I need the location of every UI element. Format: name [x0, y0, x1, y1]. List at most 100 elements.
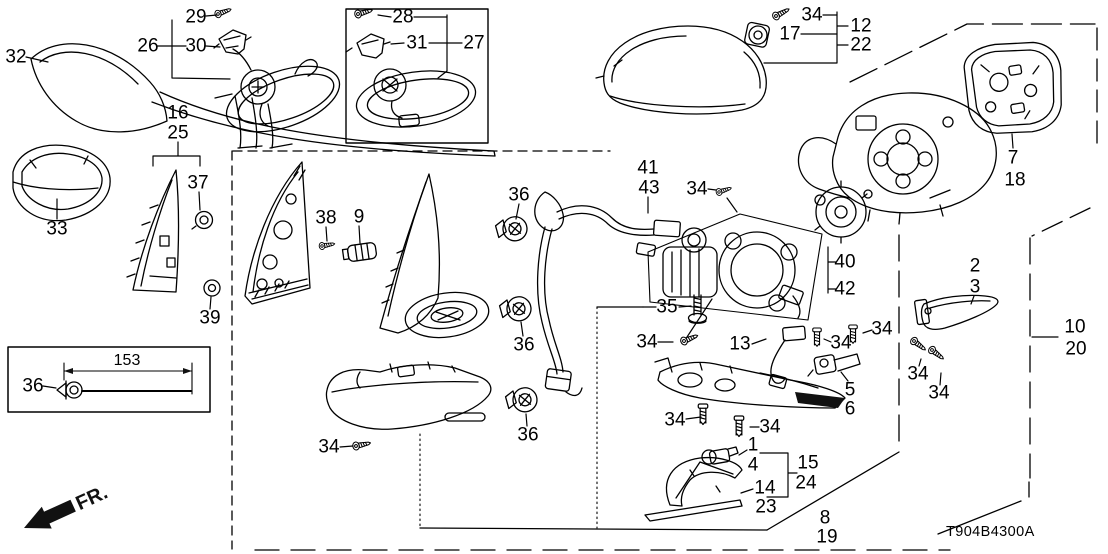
callout-19: 19 [816, 526, 838, 548]
part-1-4-socket-drawing [701, 446, 739, 465]
part-27-mirror-inset-drawing [345, 33, 477, 128]
callout-35: 35 [656, 296, 678, 318]
part-5-6-bracket-drawing [807, 353, 861, 377]
callout-22: 22 [850, 34, 872, 56]
part-38-screw-icon [318, 239, 336, 251]
part-39-nut-icon [203, 279, 221, 297]
part-16-25-garnish-drawing [126, 169, 180, 293]
part-32-upper-cover-drawing [30, 43, 496, 157]
part-35-bolt-icon [687, 294, 708, 324]
part-34-screw-icon [351, 438, 372, 452]
callout-8: 8 [819, 507, 831, 529]
callout-12: 12 [850, 15, 872, 37]
part-13-sensor-drawing [768, 325, 807, 390]
callout-37: 37 [187, 172, 209, 194]
callout-17: 17 [779, 23, 801, 45]
callout-34: 34 [830, 332, 852, 354]
callout-43: 43 [638, 177, 660, 199]
callout-34: 34 [686, 178, 708, 200]
part-8-19-base-arm-drawing [654, 357, 846, 409]
part-12-22-mirror-cap-drawing [595, 25, 767, 115]
callout-9: 9 [353, 206, 365, 228]
part-34-screw-icon [770, 5, 792, 22]
part-34-screw-icon [697, 403, 709, 426]
callout-16: 16 [167, 102, 189, 124]
callout-30: 30 [185, 35, 207, 57]
callout-2: 2 [969, 255, 981, 277]
part-36-clip-icon [494, 214, 529, 244]
callout-31: 31 [406, 32, 428, 54]
callout-38: 38 [315, 207, 337, 229]
part-33-lower-cover-drawing [12, 144, 111, 222]
callout-20: 20 [1065, 338, 1087, 360]
callout-14: 14 [754, 477, 776, 499]
callout-40: 40 [834, 251, 856, 273]
callout-34: 34 [928, 382, 950, 404]
callout-41: 41 [637, 157, 659, 179]
callout-5: 5 [844, 379, 856, 401]
callout-24: 24 [795, 472, 817, 494]
part-41-43-harness-drawing [534, 191, 681, 397]
callout-7: 7 [1007, 147, 1019, 169]
callout-36: 36 [517, 424, 539, 446]
leader-lines [25, 11, 1059, 498]
part-28-screw-icon [353, 5, 374, 20]
callout-4: 4 [747, 454, 759, 476]
group-boundary-lines [7, 8, 1098, 551]
inset-box-dimension [7, 346, 211, 413]
part-14-23-lens-drawing [644, 456, 743, 522]
callout-36: 36 [22, 375, 44, 397]
callout-10: 10 [1064, 316, 1086, 338]
part-34-screw-icon [926, 344, 947, 363]
callout-34: 34 [907, 363, 929, 385]
callout-34: 34 [636, 331, 658, 353]
part-housing-assembly-drawing [797, 92, 997, 244]
callout-34: 34 [871, 318, 893, 340]
part-17-grommet-icon [744, 21, 770, 48]
part-34-screw-icon [812, 327, 822, 347]
inset-box-mirror-27 [345, 8, 489, 144]
callout-3: 3 [969, 276, 981, 298]
fr-direction-arrow: FR. [24, 481, 111, 529]
callout-27: 27 [463, 32, 485, 54]
callout-1: 1 [747, 434, 759, 456]
callout-23: 23 [755, 496, 777, 518]
part-34-screw-icon [714, 184, 733, 197]
fr-label: FR. [73, 481, 111, 514]
callout-42: 42 [834, 278, 856, 300]
part-34-screw-icon [733, 415, 745, 438]
callout-28: 28 [392, 6, 414, 28]
callout-18: 18 [1004, 169, 1026, 191]
callout-15: 15 [797, 452, 819, 474]
callout-32: 32 [5, 46, 27, 68]
callout-25: 25 [167, 122, 189, 144]
callout-33: 33 [46, 218, 68, 240]
part-34-screw-icon [908, 335, 929, 354]
dimension-drawing [56, 362, 193, 400]
part-9-clip-drawing [341, 242, 377, 262]
part-36-clip-icon [498, 294, 533, 324]
callout-36: 36 [508, 184, 530, 206]
part-40-42-actuator-drawing [662, 227, 804, 319]
part-gasket-base-drawing [379, 173, 490, 339]
part-36-clip-icon [504, 385, 539, 415]
callout-36: 36 [513, 334, 535, 356]
callout-29: 29 [185, 6, 207, 28]
part-skull-cap-drawing [325, 361, 492, 430]
dimension-value: 153 [113, 352, 141, 369]
part-7-18-mirror-glass-drawing [963, 41, 1062, 134]
part-corner-bracket-drawing [244, 161, 311, 305]
callout-39: 39 [199, 307, 221, 329]
diagram-part-code: T904B4300A [946, 524, 1035, 540]
callout-34: 34 [664, 409, 686, 431]
part-29-screw-icon [213, 5, 233, 20]
callout-34: 34 [801, 4, 823, 26]
callout-34: 34 [759, 416, 781, 438]
callout-34: 34 [318, 436, 340, 458]
callout-13: 13 [729, 333, 751, 355]
part-interior-mirror-drawing [225, 48, 341, 133]
callout-26: 26 [137, 35, 159, 57]
part-26-30-mirror-base-drawing [213, 29, 252, 55]
